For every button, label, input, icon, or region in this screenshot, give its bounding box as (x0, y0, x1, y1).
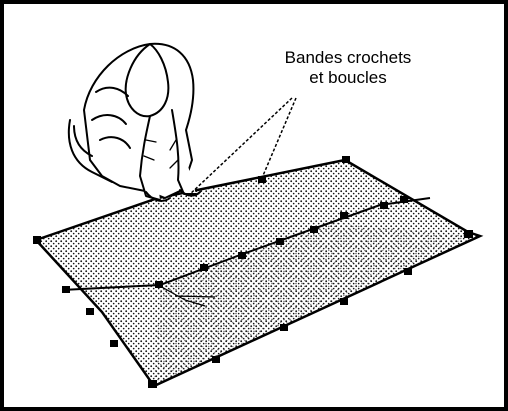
callout-line-1: Bandes crochets (248, 48, 448, 68)
kneeling-worker (69, 44, 200, 201)
mat-panel (36, 160, 480, 386)
callout-line-2: et boucles (248, 68, 448, 88)
callout-label: Bandes crochets et boucles (248, 48, 448, 88)
